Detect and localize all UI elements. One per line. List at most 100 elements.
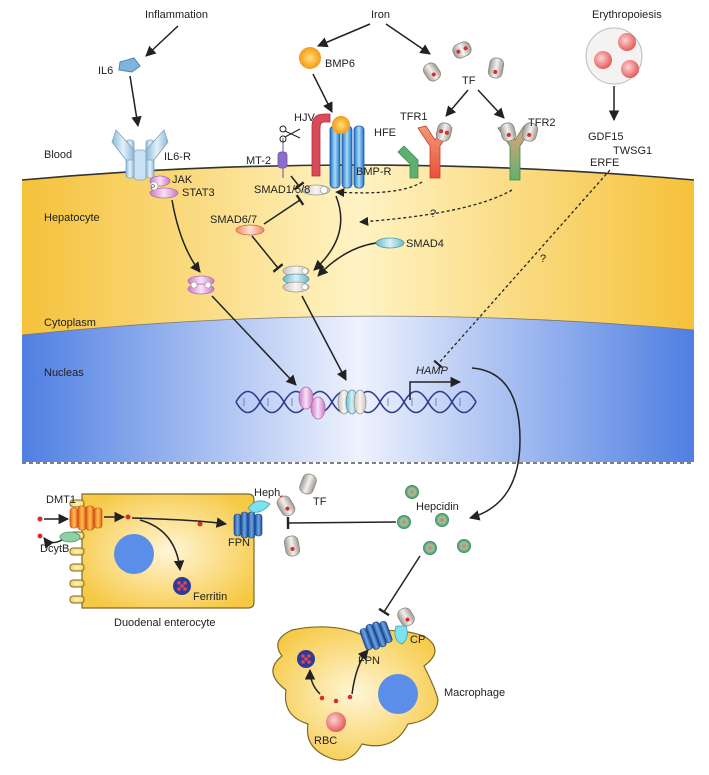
nucleus-band <box>22 316 694 462</box>
hfe-protein <box>397 145 419 179</box>
inhibit-hepcidin-fpn-macrophage <box>378 555 421 617</box>
arrow-iron-bmp6 <box>317 23 371 48</box>
cytoplasm-band <box>22 165 694 335</box>
label-question-erfe: ? <box>540 253 546 265</box>
nuclear-membrane <box>21 315 695 336</box>
ferroportin-enterocyte <box>233 511 263 539</box>
label-erfe: ERFE <box>590 157 619 169</box>
transferrin-molecules <box>423 41 505 82</box>
smad-complex <box>282 265 310 293</box>
hepcidin-peptides <box>397 485 471 555</box>
ferroportin-macrophage <box>359 620 393 651</box>
tfr2-receptor <box>497 122 539 181</box>
dashed-arrow-tfr1-smad <box>335 181 423 198</box>
label-tf: TF <box>462 75 476 87</box>
arrow-tf-tfr2 <box>477 89 505 119</box>
hepatocyte-region <box>21 164 695 464</box>
arrow-smad-nucleus <box>301 295 347 381</box>
bmp-receptor <box>329 125 365 189</box>
bmp6-bound <box>332 116 350 134</box>
il6-receptor <box>111 129 169 181</box>
arrow-iron-fpn-macrophage <box>351 649 369 695</box>
inhibit-mt2-hjv <box>290 175 305 191</box>
label-question-tfr2: ? <box>430 208 436 220</box>
label-bmp6: BMP6 <box>325 58 355 70</box>
label-hepatocyte: Hepatocyte <box>44 212 100 224</box>
hephaestin <box>247 500 271 513</box>
arrow-smad4-complex <box>317 242 377 277</box>
arrow-bmp6-receptor <box>312 73 333 113</box>
arrow-tf-tfr1 <box>445 89 469 117</box>
label-ferritin: Ferritin <box>193 591 227 603</box>
label-hamp: HAMP <box>416 365 448 377</box>
label-tfr2: TFR2 <box>528 117 556 129</box>
arrow-iron-fpn <box>131 517 228 528</box>
jak-stat3-complex <box>149 175 179 199</box>
arrow-hamp-hepcidin <box>468 367 521 521</box>
label-blood: Blood <box>44 149 72 161</box>
stat3-dimer <box>187 275 215 295</box>
smad4-protein <box>375 237 405 249</box>
label-hepcidin: Hepcidin <box>416 501 459 513</box>
dashed-inhibit-erfe-hamp <box>433 169 611 369</box>
dashed-arrow-tfr2-smad <box>359 189 513 226</box>
label-rbc: RBC <box>314 735 337 747</box>
label-inflammation: Inflammation <box>145 9 208 21</box>
label-dmt1: DMT1 <box>46 494 76 506</box>
arrow-iron-ferritin-macrophage <box>304 668 321 695</box>
label-hfe: HFE <box>374 127 396 139</box>
label-iron: Iron <box>371 9 390 21</box>
label-bmpr: BMP-R <box>356 166 392 178</box>
label-smad4: SMAD4 <box>406 238 444 250</box>
ferritin-macrophage <box>297 650 315 668</box>
label-heph: Heph <box>254 487 280 499</box>
transferrin-enterocyte <box>276 473 317 557</box>
stat3-on-dna <box>298 386 326 420</box>
rbc-icon <box>326 712 346 732</box>
label-tfr1: TFR1 <box>400 111 428 123</box>
arrow-inflammation-il6 <box>145 25 179 57</box>
label-fpn-enterocyte: FPN <box>228 537 250 549</box>
smad-on-dna <box>337 389 367 415</box>
arrow-iron-tf <box>385 23 431 55</box>
arrow-stat3-dimer <box>171 199 201 273</box>
arrow-stat3-nucleus <box>211 295 297 386</box>
dcytb-enzyme <box>59 531 81 543</box>
label-macrophage: Macrophage <box>444 687 505 699</box>
label-dcytb: DcytB <box>40 543 69 555</box>
label-mt2: MT-2 <box>246 155 271 167</box>
label-il6: IL6 <box>98 65 113 77</box>
scissors-icon <box>279 125 301 143</box>
label-duodenal-enterocyte: Duodenal enterocyte <box>114 617 216 629</box>
label-il6r: IL6-R <box>164 151 191 163</box>
label-nucleas: Nucleas <box>44 367 84 379</box>
label-gdf15: GDF15 <box>588 131 623 143</box>
inhibit-smad67-smad158 <box>263 194 305 225</box>
smad158-protein <box>301 184 331 196</box>
bmp6-ligand <box>299 47 321 69</box>
label-hjv: HJV <box>294 112 315 124</box>
arrow-smad158-complex <box>313 195 342 271</box>
arrow-dcytb-reduction <box>43 537 63 549</box>
mt2-protease <box>277 138 288 178</box>
label-jak: JAK <box>172 174 193 186</box>
inhibit-smad67-complex <box>251 235 284 273</box>
phospho-stat3: P <box>151 185 155 191</box>
erythropoiesis-rbc-cluster <box>585 27 643 85</box>
iron-atoms-macrophage <box>319 694 353 704</box>
label-cytoplasm: Cytoplasm <box>44 317 96 329</box>
il6-ligand <box>118 57 141 73</box>
label-cp: CP <box>410 634 425 646</box>
smad67-protein <box>235 224 265 236</box>
label-tf-enterocyte: TF <box>313 496 327 508</box>
ceruloplasmin <box>394 625 408 645</box>
label-erythropoiesis: Erythropoiesis <box>592 9 662 21</box>
label-stat3: STAT3 <box>182 187 215 199</box>
hamp-transcription-arrow <box>409 376 462 400</box>
dmt1-transporter <box>69 505 103 531</box>
arrow-il6-receptor <box>129 75 142 128</box>
transferrin-macrophage <box>397 607 415 627</box>
label-smad67: SMAD6/7 <box>210 214 257 226</box>
ferritin-icon <box>173 577 191 595</box>
